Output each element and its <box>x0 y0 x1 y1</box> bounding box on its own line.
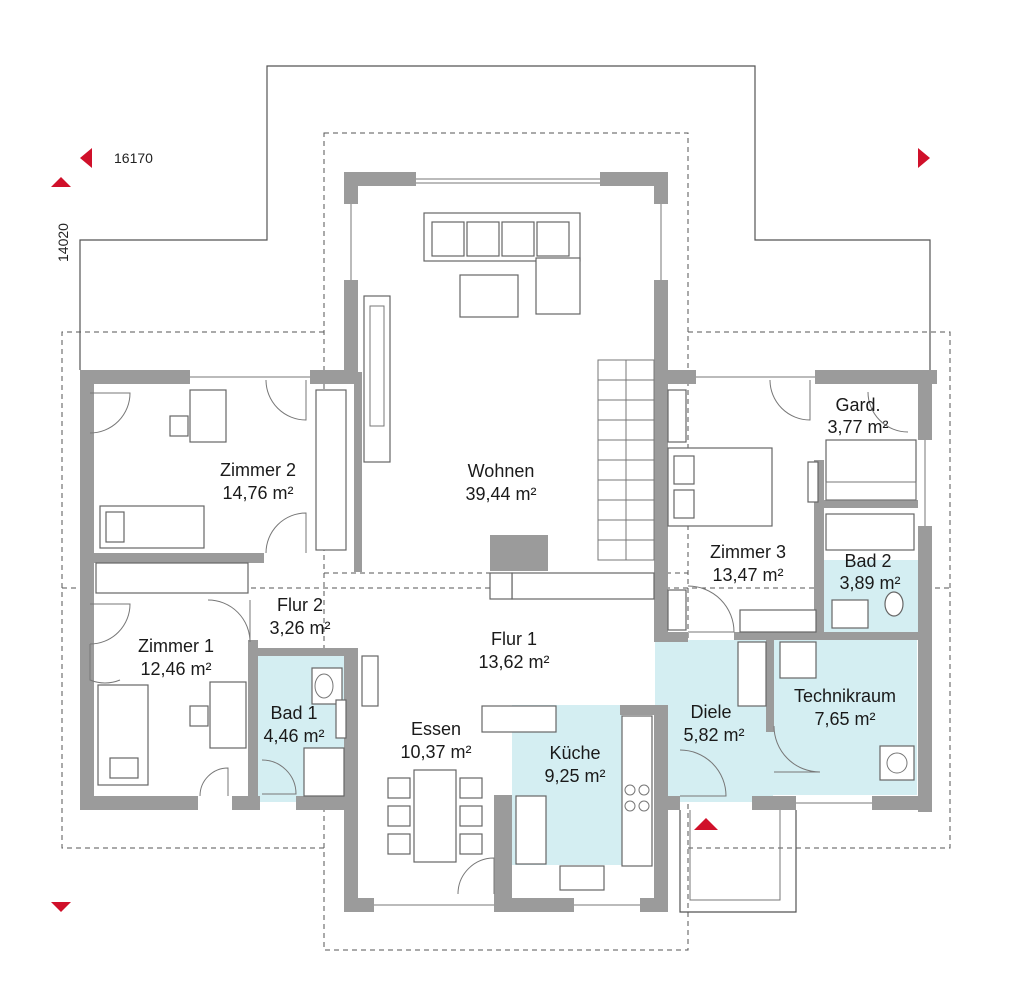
stove-burner <box>624 784 636 796</box>
chair <box>459 777 483 799</box>
room-name-bad1: Bad 1 <box>270 703 317 723</box>
wall-cabinet <box>361 655 379 707</box>
room-area-bad1: 4,46 m² <box>263 726 324 746</box>
entrance-arrow-icon <box>694 818 718 830</box>
room-name-diele: Diele <box>690 702 731 722</box>
chair <box>387 833 411 855</box>
desk <box>209 681 247 749</box>
bathtub <box>825 513 915 551</box>
wardrobe-zimmer1 <box>95 562 249 594</box>
sideboard <box>739 609 817 633</box>
toilet <box>884 591 904 617</box>
room-area-technikraum: 7,65 m² <box>814 709 875 729</box>
chair <box>387 805 411 827</box>
chair <box>169 415 189 437</box>
pillow <box>673 455 695 485</box>
room-name-zimmer1: Zimmer 1 <box>138 636 214 656</box>
wardrobe <box>315 389 347 551</box>
kitchen-sink <box>559 865 605 891</box>
room-area-zimmer2: 14,76 m² <box>222 483 293 503</box>
room-area-kueche: 9,25 m² <box>544 766 605 786</box>
washing-machine <box>879 745 915 781</box>
room-area-flur1: 13,62 m² <box>478 652 549 672</box>
chair <box>189 705 209 727</box>
doors <box>89 379 909 895</box>
room-name-flur1: Flur 1 <box>491 629 537 649</box>
toilet <box>335 699 347 739</box>
room-name-zimmer3: Zimmer 3 <box>710 542 786 562</box>
wardrobe <box>667 589 687 631</box>
sink <box>831 599 869 629</box>
room-name-gard: Gard. <box>835 395 880 415</box>
kitchen-row <box>511 572 655 600</box>
pillow <box>105 511 125 543</box>
stove-burner <box>624 800 636 812</box>
room-name-wohnen: Wohnen <box>468 461 535 481</box>
garderobe-shelf <box>825 481 917 501</box>
shower <box>303 747 345 797</box>
fridge <box>489 572 513 600</box>
coffee-table <box>459 274 519 318</box>
desk <box>189 389 227 443</box>
entrance-step <box>689 810 781 901</box>
sideboard <box>363 295 391 463</box>
room-area-diele: 5,82 m² <box>683 725 744 745</box>
shelf <box>667 389 687 443</box>
technik-desk <box>779 641 817 679</box>
dining-table <box>413 769 457 863</box>
overhang-left <box>61 331 324 849</box>
depth-dimension: 14020 <box>55 223 71 262</box>
room-area-essen: 10,37 m² <box>400 742 471 762</box>
sink <box>311 667 343 705</box>
room-area-bad2: 3,89 m² <box>839 573 900 593</box>
room-name-essen: Essen <box>411 719 461 739</box>
arrow-up-icon <box>51 177 71 187</box>
storage-cabinet <box>737 641 767 707</box>
walls <box>80 172 937 912</box>
garderobe-side <box>807 461 819 503</box>
counter <box>481 705 557 733</box>
windows <box>190 178 926 906</box>
arrow-right-icon <box>918 148 930 168</box>
room-name-bad2: Bad 2 <box>844 551 891 571</box>
entrance-canopy <box>679 810 797 913</box>
sink-bowl <box>314 673 334 699</box>
room-area-gard: 3,77 m² <box>827 417 888 437</box>
chair <box>459 805 483 827</box>
stove-burner <box>638 800 650 812</box>
room-name-zimmer2: Zimmer 2 <box>220 460 296 480</box>
garderobe-unit <box>825 439 917 501</box>
kitchen-island <box>515 795 547 865</box>
pillow <box>109 757 139 779</box>
width-dimension: 16170 <box>114 150 153 166</box>
chair <box>387 777 411 799</box>
arrow-left-icon <box>80 148 92 168</box>
room-area-flur2: 3,26 m² <box>269 618 330 638</box>
room-labels: Wohnen 39,44 m² Zimmer 2 14,76 m² Zimmer… <box>138 395 901 786</box>
roof-outline <box>79 65 931 370</box>
staircase <box>597 359 655 561</box>
kitchen-counter <box>621 715 653 867</box>
overhang-right <box>688 331 951 849</box>
room-name-flur2: Flur 2 <box>277 595 323 615</box>
pillow <box>673 489 695 519</box>
room-area-wohnen: 39,44 m² <box>465 484 536 504</box>
room-name-kueche: Küche <box>549 743 600 763</box>
washing-machine-drum <box>886 752 908 774</box>
sofa <box>423 212 581 315</box>
chair <box>459 833 483 855</box>
stove-burner <box>638 784 650 796</box>
room-name-technikraum: Technikraum <box>794 686 896 706</box>
room-area-zimmer3: 13,47 m² <box>712 565 783 585</box>
arrow-down-icon <box>51 902 71 912</box>
room-area-zimmer1: 12,46 m² <box>140 659 211 679</box>
sideboard-inner <box>369 305 385 427</box>
